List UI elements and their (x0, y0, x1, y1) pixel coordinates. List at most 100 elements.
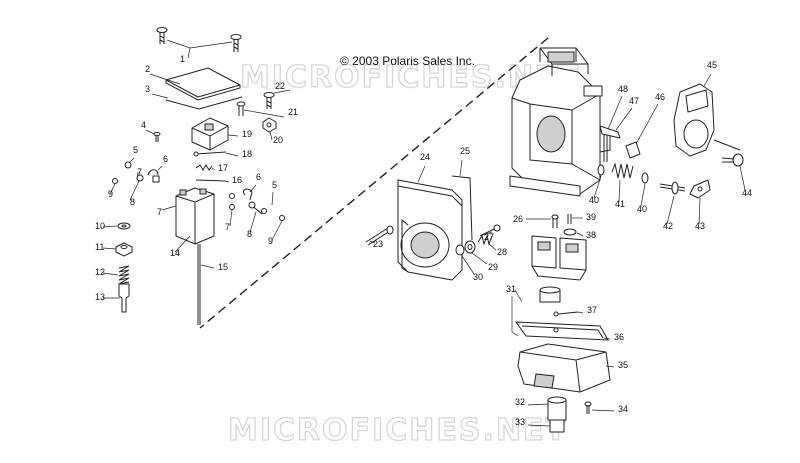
callout-23: 23 (373, 239, 383, 249)
callout-37: 37 (587, 305, 597, 315)
screw-23 (365, 225, 394, 246)
callout-6: 6 (163, 154, 168, 164)
screw-27 (479, 224, 501, 237)
callout-47: 47 (629, 96, 639, 106)
cap-46 (625, 141, 641, 159)
right-clips (229, 188, 285, 221)
throttle-body-plate-24 (397, 179, 463, 281)
callout-14: 14 (170, 248, 180, 258)
callout-48: 48 (618, 84, 628, 94)
washer-30 (455, 244, 465, 256)
float-assembly (531, 235, 587, 281)
main-jet-holder-32 (547, 396, 567, 421)
bellcrank-left (112, 161, 160, 184)
section-divider-line (199, 37, 549, 329)
lever-block-14 (175, 187, 215, 245)
callout-35: 35 (618, 360, 628, 370)
screw-26 (551, 214, 559, 228)
callout-19: 19 (242, 129, 252, 139)
clip-16 (195, 179, 226, 182)
callout-7: 7 (157, 207, 162, 217)
callout-34: 34 (618, 404, 628, 414)
drain-plug-33 (549, 419, 565, 433)
callout-31: 31 (506, 284, 516, 294)
callout-3: 3 (145, 84, 150, 94)
nut-11 (115, 242, 133, 257)
callout-42: 42 (663, 221, 673, 231)
callout-29: 29 (488, 262, 498, 272)
float-bowl-35 (517, 343, 611, 393)
spring-12 (118, 265, 130, 285)
callout-9: 9 (108, 189, 113, 199)
shaft-42 (659, 181, 686, 195)
fitting-38 (563, 228, 577, 236)
callout-45: 45 (707, 60, 717, 70)
screw-21 (236, 101, 246, 116)
callout-40: 40 (589, 195, 599, 205)
callout-4: 4 (141, 120, 146, 130)
callout-40: 40 (637, 204, 647, 214)
screw-22 (263, 92, 275, 109)
screw-34 (584, 401, 592, 414)
float-bowl-gasket-36 (514, 321, 609, 341)
callout-33: 33 (515, 417, 525, 427)
needle-47 (599, 125, 621, 139)
callout-7: 7 (225, 222, 230, 232)
pin-39 (567, 214, 572, 224)
screw-44 (721, 153, 744, 167)
callout-43: 43 (695, 221, 705, 231)
watermark-bottom: MICROFICHES.NET (228, 413, 568, 448)
lever-43 (689, 179, 711, 199)
callout-36: 36 (614, 332, 624, 342)
pin-37 (553, 311, 579, 317)
callout-25: 25 (460, 146, 470, 156)
callout-1: 1 (180, 54, 185, 64)
spring-28 (477, 234, 493, 246)
callout-2: 2 (145, 64, 150, 74)
spring-41 (611, 162, 634, 179)
callout-39: 39 (586, 212, 596, 222)
callout-7: 7 (137, 167, 142, 177)
callout-24: 24 (420, 152, 430, 162)
callout-18: 18 (242, 149, 252, 159)
callout-17: 17 (218, 163, 228, 173)
callout-5: 5 (133, 145, 138, 155)
nut-29 (464, 240, 476, 254)
callout-27: 27 (484, 232, 494, 242)
callout-10: 10 (95, 221, 105, 231)
copyright-text: © 2003 Polaris Sales Inc. (340, 54, 475, 68)
throttle-cover-45 (673, 83, 741, 157)
carburetor-body (509, 47, 611, 197)
callout-5: 5 (272, 180, 277, 190)
callout-16: 16 (232, 175, 242, 185)
spring-17 (195, 164, 213, 171)
callout-numbers: 1234567897101112131415161718192021226578… (95, 54, 752, 427)
gasket-25 (451, 175, 473, 241)
callout-32: 32 (515, 397, 525, 407)
cover-gasket (165, 96, 243, 110)
washer-40a (597, 164, 605, 176)
needle-valve (539, 286, 561, 303)
callout-46: 46 (655, 92, 665, 102)
callout-41: 41 (615, 199, 625, 209)
callout-20: 20 (273, 135, 283, 145)
washer-10 (117, 222, 131, 230)
cover-plate (165, 67, 241, 101)
callout-15: 15 (218, 262, 228, 272)
callout-21: 21 (288, 107, 298, 117)
washer-40b (641, 172, 649, 184)
shaft-15 (197, 244, 201, 325)
callout-26: 26 (513, 214, 523, 224)
callout-30: 30 (473, 272, 483, 282)
callout-13: 13 (95, 292, 105, 302)
pin-48 (603, 134, 608, 162)
callout-8: 8 (247, 229, 252, 239)
screw-top-right (230, 34, 242, 52)
link-18 (193, 151, 227, 157)
callout-9: 9 (268, 236, 273, 246)
screw-small-4 (153, 132, 161, 142)
screw-top-left (156, 27, 168, 44)
callout-44: 44 (742, 188, 752, 198)
callout-38: 38 (586, 230, 596, 240)
